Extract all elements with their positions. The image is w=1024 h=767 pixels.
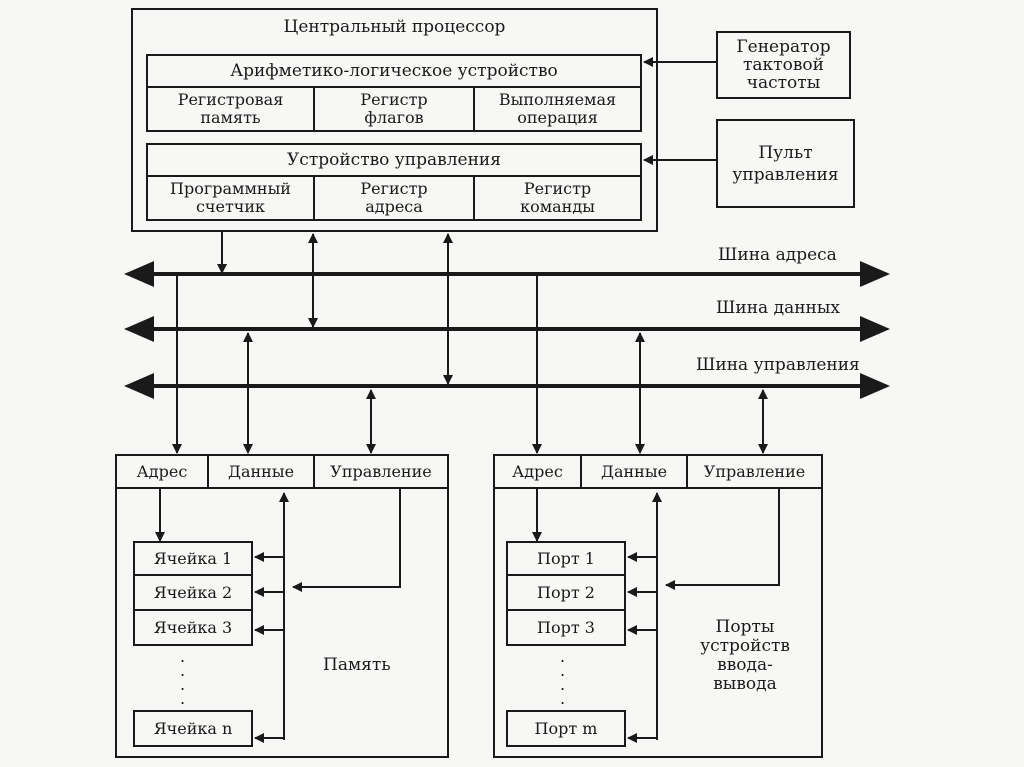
io-port-2: Порт 2 xyxy=(506,574,626,611)
io-ports-label: Порты устройств ввода- вывода xyxy=(700,617,790,694)
memory-header-data: Данные xyxy=(207,454,315,489)
cpu-title: Центральный процессор xyxy=(283,17,506,37)
memory-cell-2: Ячейка 2 xyxy=(133,574,253,611)
cu-title: Устройство управления xyxy=(146,143,642,177)
cu-instruction-register: Регистр команды xyxy=(473,175,642,221)
control-bus xyxy=(124,373,890,399)
memory-cell-1: Ячейка 1 xyxy=(133,541,253,576)
memory-cell-n: Ячейка n xyxy=(133,710,253,747)
memory-cell-3: Ячейка 3 xyxy=(133,609,253,646)
io-header-data: Данные xyxy=(580,454,688,489)
memory-label: Память xyxy=(323,655,391,675)
io-header-control: Управление xyxy=(686,454,823,489)
memory-header-address: Адрес xyxy=(115,454,209,489)
clock-generator-box: Генератор тактовой частоты xyxy=(716,31,851,99)
alu-register-memory: Регистровая память xyxy=(146,86,315,132)
io-port-3: Порт 3 xyxy=(506,609,626,646)
io-port-m: Порт m xyxy=(506,710,626,747)
address-bus xyxy=(124,261,890,287)
cpu-block xyxy=(131,8,658,232)
io-port-1: Порт 1 xyxy=(506,541,626,576)
io-ellipsis: . . . . xyxy=(560,647,566,708)
address-bus-label: Шина адреса xyxy=(718,245,837,265)
memory-header-control: Управление xyxy=(313,454,449,489)
memory-wiring xyxy=(155,489,401,743)
io-wiring xyxy=(532,489,780,743)
data-bus xyxy=(124,316,890,342)
alu-flags-register: Регистр флагов xyxy=(313,86,475,132)
cu-program-counter: Программный счетчик xyxy=(146,175,315,221)
control-bus-label: Шина управления xyxy=(696,355,860,375)
memory-ellipsis: . . . . xyxy=(180,647,186,708)
data-bus-label: Шина данных xyxy=(716,298,840,318)
alu-title: Арифметико-логическое устройство xyxy=(146,54,642,88)
control-console-box: Пульт управления xyxy=(716,119,855,208)
cu-address-register: Регистр адреса xyxy=(313,175,475,221)
alu-current-operation: Выполняемая операция xyxy=(473,86,642,132)
io-header-address: Адрес xyxy=(493,454,582,489)
